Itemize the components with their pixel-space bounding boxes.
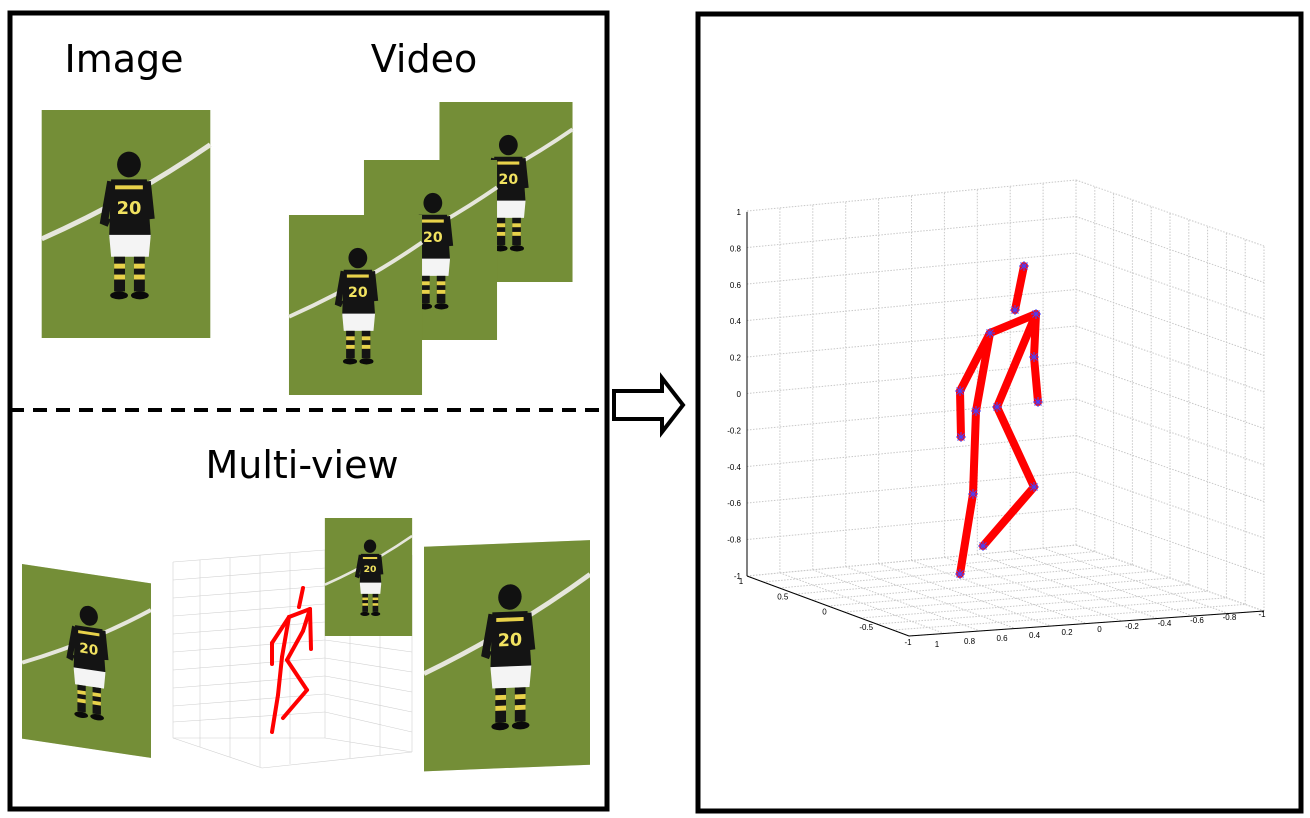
video-label: Video: [371, 37, 477, 81]
x-tick-label: 0.4: [1029, 631, 1041, 640]
multiview-top-view: [325, 518, 412, 636]
grid-line: [844, 584, 1189, 613]
joint-marker: [968, 489, 978, 499]
skeleton-3d: [956, 262, 1042, 578]
grid-line: [944, 556, 1123, 622]
y-tick-label: -1: [904, 638, 912, 647]
grid-line: [878, 563, 1052, 627]
grid-line: [977, 553, 1158, 619]
joint-marker: [1031, 309, 1041, 319]
joint-marker: [1019, 261, 1029, 271]
bone-shoulders: [986, 310, 1040, 337]
plot-3d: 1 0.8 0.6 0.4 0.2 0 -0.2 -0.4 -0.6 -0.8 -1 1 0.5 0 -0…: [727, 179, 1266, 649]
z-tick-label: 0.8: [730, 244, 742, 253]
video-frame-1: [289, 215, 422, 395]
bone-right-torso: [993, 310, 1040, 411]
single-image-frame: [42, 110, 211, 338]
y-tick-label: 0.5: [777, 592, 789, 601]
x-tick-label: 0.6: [996, 634, 1008, 643]
z-tick-label: -1: [734, 572, 742, 581]
image-label: Image: [64, 37, 183, 81]
right-arrow-icon: [612, 372, 686, 438]
grid-line: [876, 597, 1227, 625]
y-tick-label: 0: [822, 608, 827, 617]
x-tick-label: -0.6: [1190, 616, 1204, 625]
z-tick-label: -0.6: [727, 499, 741, 508]
grid-line: [795, 564, 1133, 595]
z-tick-label: -0.4: [727, 463, 741, 472]
bone-left-forearm: [956, 387, 965, 441]
bone-hip-right: [993, 403, 1038, 491]
joint-marker: [971, 406, 981, 416]
z-tick-label: 0.4: [730, 317, 742, 326]
y-tick-label: 1: [739, 577, 744, 586]
z-tick-label: 0.2: [730, 354, 742, 363]
x-tick-label: -1: [1258, 610, 1266, 619]
grid-line: [860, 590, 1208, 619]
grid-line: [1075, 362, 1265, 429]
grid-line: [1075, 179, 1265, 247]
plot-grid-left-wall: [746, 179, 1077, 577]
grid-line: [827, 577, 1171, 607]
joint-marker: [955, 386, 965, 396]
joint-marker: [992, 402, 1002, 412]
grid-line: [1075, 398, 1265, 466]
x-tick-label: 0.2: [1061, 628, 1073, 637]
z-tick-label: 0.6: [730, 281, 742, 290]
bone-right-shin: [979, 483, 1038, 550]
x-tick-label: 1: [935, 640, 940, 649]
x-tick-label: -0.8: [1223, 613, 1237, 622]
joint-marker: [1033, 397, 1043, 407]
grid-line: [812, 569, 981, 632]
grid-line: [746, 179, 1077, 212]
grid-line: [1042, 547, 1229, 614]
z-tick-label: -0.2: [727, 426, 741, 435]
multiview-left-view: [22, 564, 151, 758]
x-tick-label: -0.2: [1125, 622, 1139, 631]
joint-marker: [1010, 305, 1020, 315]
grid-line: [1075, 544, 1265, 612]
x-tick-label: 0.8: [964, 637, 976, 646]
joint-marker: [985, 328, 995, 338]
grid-line: [1010, 550, 1194, 617]
joint-marker: [1029, 352, 1039, 362]
multiview-small-skeleton: [270, 586, 313, 734]
grid-line: [746, 362, 1077, 394]
z-tick-label: 0: [737, 390, 742, 399]
x-tick-label: 0: [1097, 625, 1102, 634]
plot-grid-floor: [746, 544, 1265, 637]
bone-right-upper-arm: [1030, 310, 1040, 361]
bone-left-torso: [972, 329, 994, 415]
multiview-label: Multi-view: [205, 443, 398, 487]
x-tick-label: -0.4: [1158, 619, 1172, 628]
y-tick-label: -0.5: [859, 623, 873, 632]
grid-line: [779, 557, 1114, 589]
joint-marker: [1029, 482, 1039, 492]
bone-left-shin: [956, 490, 977, 578]
joint-marker: [956, 432, 966, 442]
grid-line: [892, 603, 1246, 631]
bone-right-forearm: [1030, 353, 1042, 406]
z-tick-label: -0.8: [727, 536, 741, 545]
z-tick-label: 1: [737, 208, 742, 217]
joint-marker: [955, 569, 965, 579]
bone-left-thigh: [969, 407, 980, 498]
grid-line: [746, 398, 1077, 431]
plot-grid-back-wall: [1075, 179, 1265, 612]
grid-line: [911, 560, 1087, 624]
multiview-right-view: [424, 540, 590, 771]
joint-marker: [978, 541, 988, 551]
plot-axes: [746, 212, 1265, 637]
right-panel-frame: [695, 11, 1304, 814]
bone-head-neck: [1011, 262, 1028, 314]
grid-line: [811, 570, 1152, 601]
skeleton-joints: [955, 261, 1043, 579]
